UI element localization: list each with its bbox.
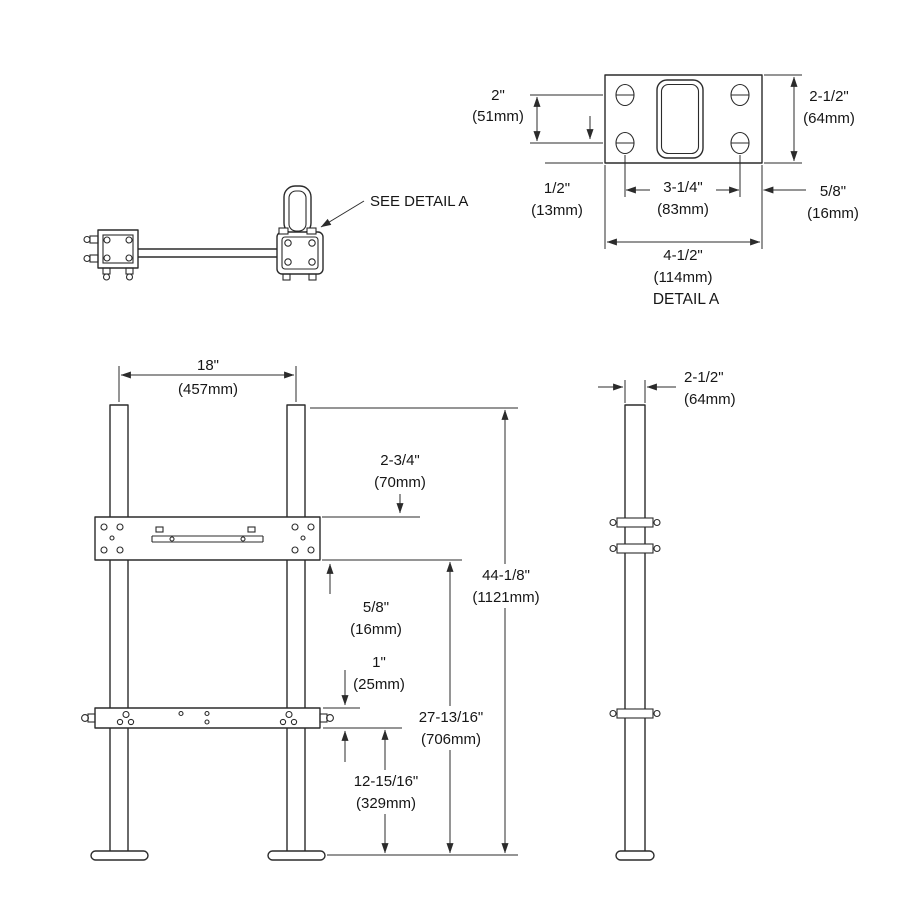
plan-view: SEE DETAIL A: [83, 185, 468, 281]
upright-side: [624, 404, 646, 854]
dim-plate-bottom-offset-mm: (16mm): [350, 621, 402, 638]
front-view-dimension-labels: 18" (457mm) 2-3/4" (70mm) 44-1/8" (1121m…: [178, 357, 540, 812]
dim-plate-top-offset-in: 2-3/4": [380, 452, 420, 469]
dim-side-offset-in: 5/8": [820, 183, 846, 200]
dim-upright-depth-mm: (64mm): [684, 391, 736, 408]
dim-overall-height-mm: (1121mm): [472, 589, 539, 606]
dim-hole-spacing-h-mm: (83mm): [657, 201, 709, 218]
dim-plate-height-in: 2-1/2": [809, 88, 849, 105]
left-bracket-plan: [83, 229, 139, 281]
dim-bracket-offset-in: 1": [372, 654, 386, 671]
detail-a-view: 2" (51mm) 1/2" (13mm) 2-1/2" (64mm) 3-1/…: [472, 74, 859, 308]
dim-bottom-offset-mm: (13mm): [531, 202, 583, 219]
dim-upright-depth-in: 2-1/2": [684, 369, 724, 386]
center-cutout-outer: [656, 79, 704, 159]
detail-a-leader-arrow: [320, 200, 365, 228]
dim-bracket-height-floor-mm: (329mm): [356, 795, 416, 812]
right-upright: [286, 404, 306, 854]
right-foot: [267, 850, 326, 861]
front-view-dimension-lines: [118, 366, 518, 856]
dim-plate-width-mm: (114mm): [654, 269, 713, 286]
u-bolt: [283, 185, 312, 235]
plate-outline: [604, 74, 763, 164]
dim-hole-spacing-h-in: 3-1/4": [663, 179, 703, 196]
dim-plate-width-in: 4-1/2": [663, 247, 703, 264]
left-foot: [90, 850, 149, 861]
dim-bottom-offset-in: 1/2": [544, 180, 570, 197]
center-cutout-inner: [660, 83, 700, 155]
dim-hole-spacing-v-mm: (51mm): [472, 108, 524, 125]
detail-a-dimension-labels: 2" (51mm) 1/2" (13mm) 2-1/2" (64mm) 3-1/…: [472, 87, 859, 308]
dim-overall-height-in: 44-1/8": [482, 567, 530, 584]
dim-hole-spacing-v-in: 2": [491, 87, 505, 104]
foot-side: [615, 850, 655, 861]
upper-mounting-plate: [94, 516, 321, 561]
dim-plate-top-offset-mm: (70mm): [374, 474, 426, 491]
lower-mounting-bracket: [81, 707, 334, 729]
dim-side-offset-mm: (16mm): [807, 205, 859, 222]
post-cross-section: [276, 231, 324, 275]
detail-a-plate: [604, 74, 763, 164]
right-bracket-plan: [276, 185, 324, 281]
dim-plate-height-floor-in: 27-13/16": [419, 709, 484, 726]
dim-bracket-offset-mm: (25mm): [353, 676, 405, 693]
dim-plate-height-floor-mm: (706mm): [421, 731, 481, 748]
side-view-dimension-lines: [598, 380, 676, 403]
front-view: 18" (457mm) 2-3/4" (70mm) 44-1/8" (1121m…: [81, 357, 541, 861]
detail-a-title: DETAIL A: [653, 291, 720, 308]
dim-upright-spacing-in: 18": [197, 357, 219, 374]
dim-plate-bottom-offset-in: 5/8": [363, 599, 389, 616]
plate-slot-holes: [615, 83, 750, 155]
see-detail-a-callout: SEE DETAIL A: [370, 193, 468, 210]
left-upright: [109, 404, 129, 854]
side-view: 2-1/2" (64mm): [598, 369, 736, 861]
dim-plate-height-mm: (64mm): [803, 110, 855, 127]
side-view-clamps: [609, 517, 661, 719]
dim-bracket-height-floor-in: 12-15/16": [354, 773, 419, 790]
dim-upright-spacing-mm: (457mm): [178, 381, 238, 398]
